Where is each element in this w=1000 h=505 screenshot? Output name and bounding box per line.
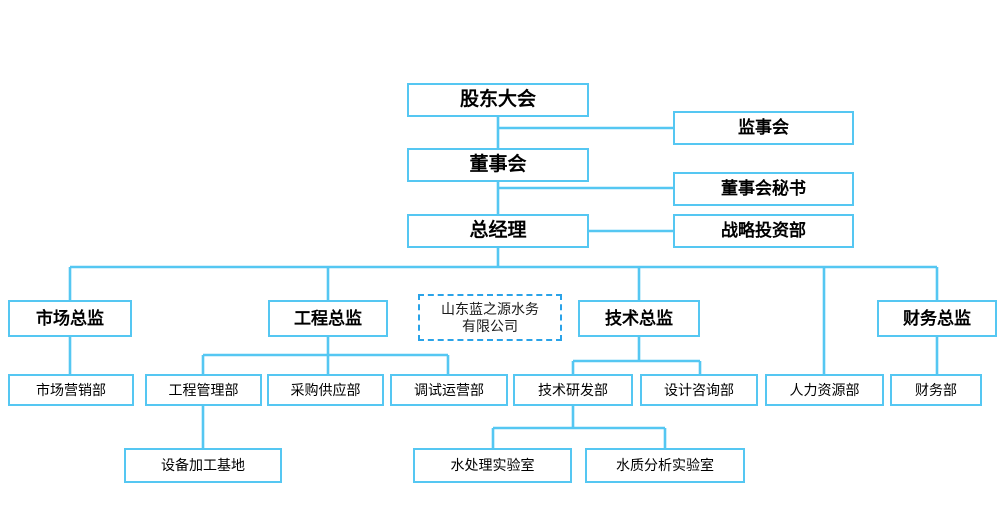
node-board-of-supervisors[interactable]: 监事会 <box>673 111 854 145</box>
node-design-consulting-dept[interactable]: 设计咨询部 <box>640 374 758 406</box>
node-rnd-dept[interactable]: 技术研发部 <box>513 374 633 406</box>
node-commissioning-operation-dept[interactable]: 调试运营部 <box>390 374 508 406</box>
node-general-manager[interactable]: 总经理 <box>407 214 589 248</box>
node-water-quality-analysis-lab[interactable]: 水质分析实验室 <box>585 448 745 483</box>
node-engineering-director[interactable]: 工程总监 <box>268 300 388 337</box>
node-hr-dept[interactable]: 人力资源部 <box>765 374 884 406</box>
node-finance-dept[interactable]: 财务部 <box>890 374 982 406</box>
node-shareholders-meeting[interactable]: 股东大会 <box>407 83 589 117</box>
node-equipment-processing-base[interactable]: 设备加工基地 <box>124 448 282 483</box>
node-board-secretary[interactable]: 董事会秘书 <box>673 172 854 206</box>
node-technical-director[interactable]: 技术总监 <box>578 300 700 337</box>
node-marketing-dept[interactable]: 市场营销部 <box>8 374 134 406</box>
node-company-name[interactable]: 山东蓝之源水务 有限公司 <box>418 294 562 341</box>
node-engineering-management-dept[interactable]: 工程管理部 <box>145 374 262 406</box>
node-finance-director[interactable]: 财务总监 <box>877 300 997 337</box>
node-procurement-supply-dept[interactable]: 采购供应部 <box>267 374 384 406</box>
node-board-of-directors[interactable]: 董事会 <box>407 148 589 182</box>
node-market-director[interactable]: 市场总监 <box>8 300 132 337</box>
node-strategic-investment-dept[interactable]: 战略投资部 <box>673 214 854 248</box>
node-water-treatment-lab[interactable]: 水处理实验室 <box>413 448 572 483</box>
